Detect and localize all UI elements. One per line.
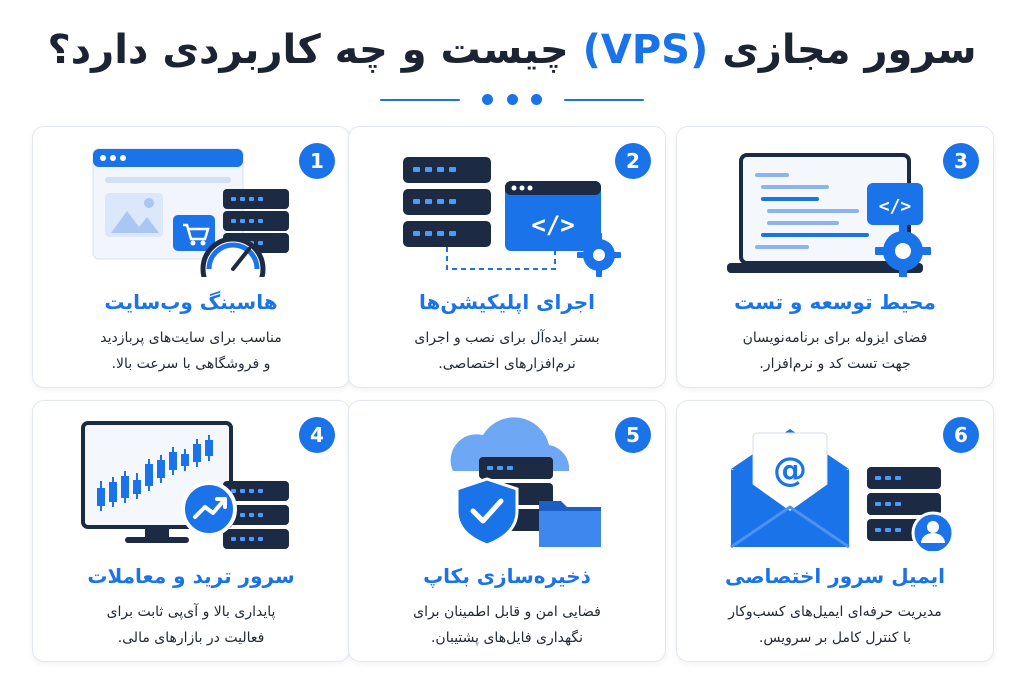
card-title: محیط توسعه و تست: [734, 290, 936, 314]
card-dedicated-email-server: 6 @ ایمیل سرور اختصاصی مدیریت حرفه‌ای ای…: [676, 400, 994, 662]
card-title: هاسینگ وب‌سایت: [104, 290, 278, 314]
card-description: بستر ایده‌آل برای نصب و اجرای نرم‌افزاره…: [414, 330, 600, 372]
card-number-badge: 4: [299, 417, 335, 453]
card-title: اجرای اپلیکیشن‌ها: [418, 290, 596, 314]
card-dev-test-environment: 3 </> محیط توسعه و تست فضای ایزوله برای …: [676, 126, 994, 388]
card-title: سرور ترید و معاملات: [87, 564, 295, 588]
card-number-badge: 2: [615, 143, 651, 179]
page-title: سرور مجازی (VPS) چیست و چه کاربردی دارد؟: [0, 22, 1024, 78]
title-part-1: سرور مجازی: [722, 27, 977, 73]
svg-text:@: @: [773, 450, 807, 490]
card-description: فضای ایزوله برای برنامه‌نویسان جهت تست ک…: [742, 330, 928, 372]
title-part-2: چیست و چه کاربردی دارد؟: [47, 27, 569, 73]
cloud-backup-shield-icon: [450, 417, 601, 547]
card-website-hosting: 1 هاسینگ وب‌سایت مناسب برای سایت‌های پرب…: [32, 126, 350, 388]
card-number-badge: 1: [299, 143, 335, 179]
card-backup-storage: 5 ذخیره‌سازی بکاپ فضایی امن و قابل اطمین…: [348, 400, 666, 662]
card-description: مناسب برای سایت‌های پربازدید و فروشگاهی …: [100, 330, 282, 372]
laptop-code-gear-icon: </>: [727, 153, 931, 277]
svg-text:</>: </>: [879, 196, 912, 217]
card-description: فضایی امن و قابل اطمینان برای نگهداری فا…: [413, 604, 601, 646]
card-trading-server: 4 سرور ترید و معاملات پایداری بالا و آی‌…: [32, 400, 350, 662]
title-divider: [380, 92, 644, 108]
card-number-badge: 3: [943, 143, 979, 179]
trading-chart-server-icon: [81, 421, 289, 549]
card-title: ذخیره‌سازی بکاپ: [423, 564, 591, 588]
server-code-window-icon: </>: [403, 157, 621, 277]
card-title: ایمیل سرور اختصاصی: [725, 564, 945, 588]
card-number-badge: 5: [615, 417, 651, 453]
email-server-user-icon: @: [730, 429, 955, 551]
card-run-applications: 2 </> اجرای اپلیکیشن‌ها بستر ایده‌آل برا…: [348, 126, 666, 388]
card-description: پایداری بالا و آی‌پی ثابت برای فعالیت در…: [106, 604, 276, 646]
website-server-speed-icon: [92, 148, 289, 277]
svg-text:</>: </>: [531, 211, 574, 239]
card-description: مدیریت حرفه‌ای ایمیل‌های کسب‌وکار با کنت…: [728, 604, 942, 646]
card-number-badge: 6: [943, 417, 979, 453]
title-accent: (VPS): [582, 27, 709, 73]
